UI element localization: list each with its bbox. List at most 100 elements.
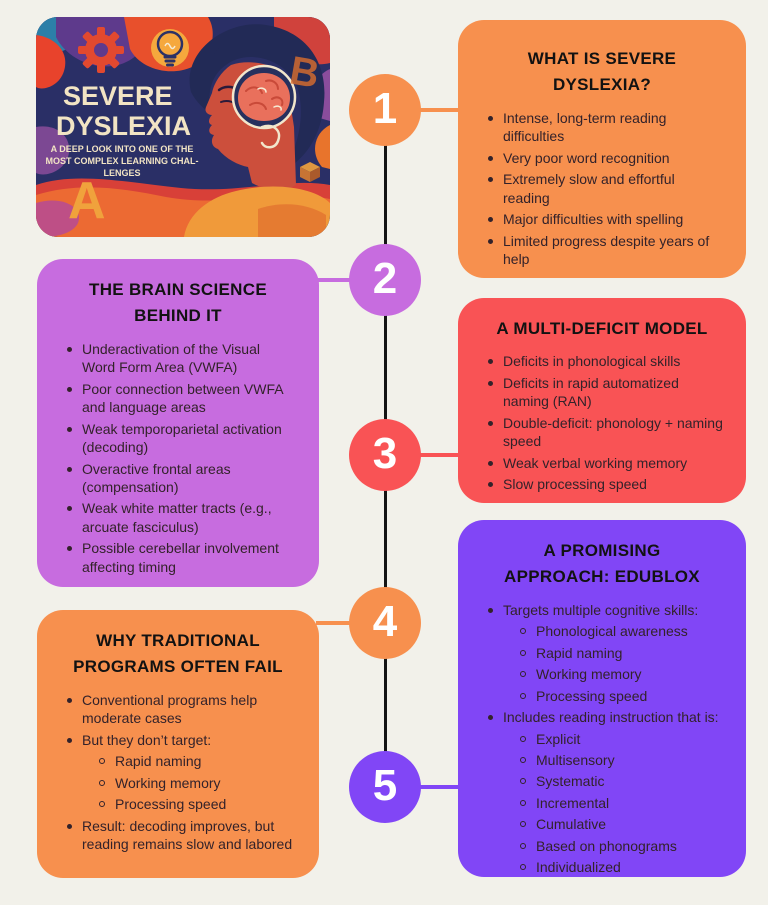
hollow-bullet-icon — [99, 779, 105, 786]
bullet-icon — [488, 715, 493, 721]
bullet-item: Conventional programs help moderate case… — [67, 691, 297, 728]
bullet-icon — [488, 607, 493, 613]
bullet-item: Very poor word recognition — [488, 149, 724, 167]
bullet-text: Result: decoding improves, but reading r… — [82, 817, 293, 852]
cube-icon — [300, 162, 320, 182]
bullet-item: Based on phonograms — [520, 837, 724, 855]
bullet-text: Includes reading instruction that is: — [503, 709, 719, 726]
bullet-list: Conventional programs help moderate case… — [59, 691, 297, 854]
bullet-icon — [488, 380, 493, 386]
hollow-bullet-icon — [520, 842, 526, 849]
bullet-text: Weak verbal working memory — [503, 454, 688, 471]
shirt-accent — [258, 204, 326, 237]
bullet-item: Poor connection between VWFA and languag… — [67, 380, 297, 417]
bullet-text: Individualized — [536, 859, 621, 876]
bullet-icon — [488, 177, 493, 183]
bullet-item: Incremental — [520, 794, 724, 812]
bullet-text: Working memory — [115, 774, 221, 791]
connector-4 — [316, 621, 352, 625]
bullet-text: Very poor word recognition — [503, 149, 670, 166]
gear-icon — [78, 27, 124, 73]
connector-1 — [418, 108, 460, 112]
bullet-item: Targets multiple cognitive skills: — [488, 601, 724, 619]
bullet-icon — [67, 506, 72, 512]
hollow-bullet-icon — [520, 799, 526, 806]
bullet-item: Explicit — [520, 730, 724, 748]
hero-subtitle-line3: LENGES — [103, 168, 140, 178]
bullet-icon — [488, 359, 493, 365]
bullet-item: But they don’t target: — [67, 731, 297, 749]
bullet-text: Limited progress despite years of help — [503, 232, 710, 267]
bullet-text: Working memory — [536, 666, 642, 683]
card-title: A PROMISING APPROACH: EDUBLOX — [504, 541, 700, 587]
bullet-item: Phonological awareness — [520, 622, 724, 640]
bullet-icon — [67, 697, 72, 703]
brain-folds — [245, 79, 284, 110]
bullet-text: But they don’t target: — [82, 731, 212, 748]
bullet-text: Phonological awareness — [536, 623, 688, 640]
bullet-item: Limited progress despite years of help — [488, 232, 724, 269]
bullet-item: Systematic — [520, 772, 724, 790]
bullet-icon — [67, 386, 72, 392]
card-brain-science: THE BRAIN SCIENCE BEHIND IT Underactivat… — [37, 259, 319, 587]
hollow-bullet-icon — [520, 628, 526, 635]
bullet-item: Deficits in phonological skills — [488, 352, 724, 370]
hair-curl — [206, 32, 252, 57]
hero-subtitle-line1: A DEEP LOOK INTO ONE OF THE — [51, 144, 194, 154]
step-number: 1 — [372, 84, 398, 133]
bullet-item: Cumulative — [520, 815, 724, 833]
bullet-text: Extremely slow and effortful reading — [503, 171, 675, 206]
card-title: THE BRAIN SCIENCE BEHIND IT — [89, 280, 267, 326]
bullet-icon — [67, 466, 72, 472]
bullet-text: Possible cerebellar involvement affectin… — [82, 540, 279, 575]
bullet-icon — [488, 217, 493, 223]
bullet-item: Result: decoding improves, but reading r… — [67, 817, 297, 854]
bullet-icon — [67, 426, 72, 432]
bullet-text: Intense, long-term reading difficulties — [503, 109, 667, 145]
bullet-text: Systematic — [536, 773, 605, 790]
bullet-icon — [488, 482, 493, 488]
card-edublox-approach: A PROMISING APPROACH: EDUBLOX Targets mu… — [458, 520, 746, 877]
bullet-text: Cumulative — [536, 816, 607, 833]
bullet-item: Underactivation of the Visual Word Form … — [67, 340, 297, 377]
bullet-text: Incremental — [536, 794, 610, 811]
bullet-item: Individualized — [520, 858, 724, 876]
brain-highlights — [257, 87, 282, 111]
hollow-bullet-icon — [520, 821, 526, 828]
card-title: WHAT IS SEVERE DYSLEXIA? — [527, 49, 677, 95]
bullet-item: Weak white matter tracts (e.g., arcuate … — [67, 499, 297, 536]
hollow-bullet-icon — [99, 801, 105, 808]
bullet-item: Working memory — [520, 665, 724, 683]
bullet-text: Based on phonograms — [536, 837, 677, 854]
bullet-icon — [488, 115, 493, 121]
bullet-text: Deficits in rapid automatized naming (RA… — [503, 374, 679, 410]
ear-outline — [260, 124, 281, 149]
timeline-step-4: 4 — [349, 587, 421, 659]
card-multi-deficit-model: A MULTI-DEFICIT MODEL Deficits in phonol… — [458, 298, 746, 503]
bullet-text: Underactivation of the Visual Word Form … — [82, 340, 260, 376]
bullet-item: Processing speed — [520, 687, 724, 705]
timeline-step-1: 1 — [349, 74, 421, 146]
hero-letter-a: A — [68, 172, 106, 230]
timeline-step-2: 2 — [349, 244, 421, 316]
bullet-list: Underactivation of the Visual Word Form … — [59, 340, 297, 577]
hollow-bullet-icon — [520, 864, 526, 871]
bullet-text: Processing speed — [115, 796, 227, 813]
bullet-item: Rapid naming — [99, 752, 297, 770]
bullet-icon — [488, 155, 493, 161]
bullet-item: Deficits in rapid automatized naming (RA… — [488, 374, 724, 411]
brain — [238, 73, 290, 121]
purple-blob-left — [36, 126, 70, 175]
bullet-item: Processing speed — [99, 795, 297, 813]
hero-artwork: B SEVERE DYSLEXIA A DEEP LOOK INTO ONE O… — [36, 17, 330, 237]
bullet-text: Deficits in phonological skills — [503, 353, 681, 370]
bullet-text: Rapid naming — [115, 753, 202, 770]
bullet-item: Major difficulties with spelling — [488, 210, 724, 228]
step-number: 2 — [372, 254, 398, 303]
bullet-list: Targets multiple cognitive skills: Phonol… — [480, 601, 724, 877]
bullet-icon — [67, 823, 72, 829]
card-why-programs-fail: WHY TRADITIONAL PROGRAMS OFTEN FAIL Conv… — [37, 610, 319, 878]
bullet-icon — [67, 546, 72, 552]
card-title: A MULTI-DEFICIT MODEL — [496, 319, 708, 338]
